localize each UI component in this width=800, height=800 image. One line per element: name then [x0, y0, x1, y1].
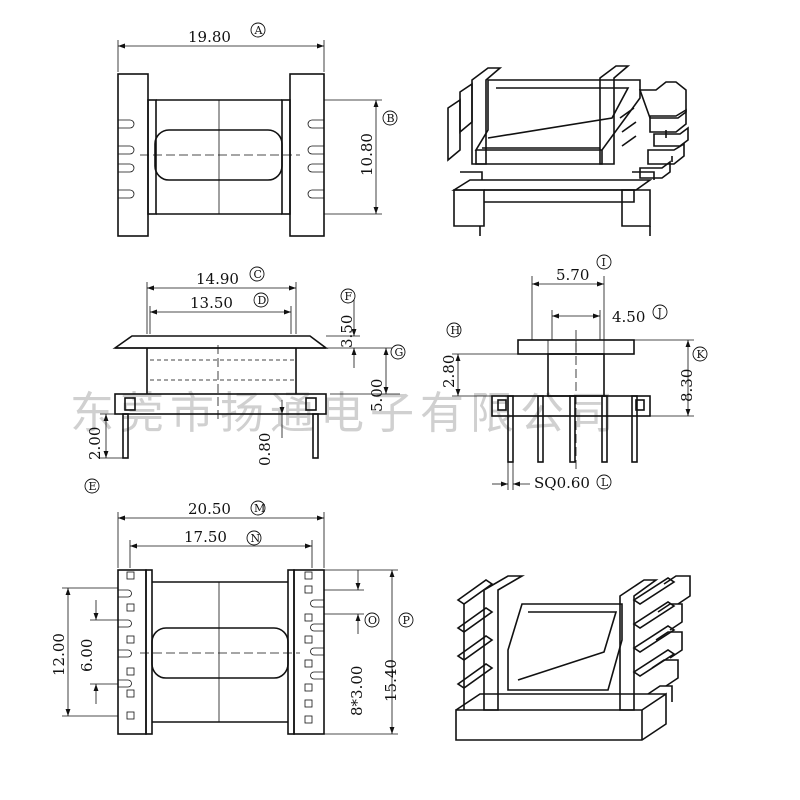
label-c: C — [254, 268, 262, 281]
bottom-view: 20.50 M 17.50 N 12.00 6.00 8*3.00 O 15.4… — [50, 500, 414, 735]
dim-i-value: 5.70 — [556, 266, 589, 284]
dim-a-value: 19.80 — [188, 28, 231, 46]
label-h: H — [451, 324, 461, 337]
dim-f-top-value: 3.50 — [338, 315, 356, 348]
label-p: P — [403, 614, 411, 627]
dim-d-value: 13.50 — [190, 294, 233, 312]
label-a: A — [254, 24, 264, 37]
label-o: O — [368, 614, 377, 627]
label-k: K — [697, 348, 706, 361]
dim-b-value: 10.80 — [358, 133, 376, 176]
label-f: F — [345, 290, 353, 303]
top-view: 19.80 A 10.80 B — [117, 22, 398, 237]
front-view: 14.90 C 13.50 D 3.50 F 5.00 G 2.00 E 0.8 — [84, 266, 406, 494]
label-d: D — [258, 294, 267, 307]
dim-j-value: 4.50 — [612, 308, 645, 326]
dim-m-value: 20.50 — [188, 500, 231, 518]
isometric-view-bottom — [455, 575, 691, 741]
dim-12-value: 12.00 — [50, 633, 68, 676]
dim-pin-length-value: 2.00 — [86, 427, 104, 460]
label-b: B — [387, 112, 395, 125]
label-l: L — [601, 476, 609, 489]
label-j: J — [657, 306, 662, 319]
label-m: M — [254, 502, 265, 515]
dim-p-value: 15.40 — [382, 659, 400, 702]
dim-6-value: 6.00 — [78, 639, 96, 672]
label-e: E — [89, 480, 97, 493]
side-view: 5.70 I 4.50 J 2.80 H 8.30 K SQ0.60 L — [440, 254, 708, 492]
label-i: I — [602, 256, 606, 269]
dim-o-value: 8*3.00 — [348, 666, 366, 716]
label-g: G — [395, 346, 404, 359]
dim-g-value: 5.00 — [368, 379, 386, 412]
dim-k-value: 8.30 — [678, 369, 696, 402]
dim-n-value: 17.50 — [184, 528, 227, 546]
dim-h-value: 2.80 — [440, 355, 458, 388]
dim-c-value: 14.90 — [196, 270, 239, 288]
label-n: N — [251, 532, 261, 545]
dim-l-value: SQ0.60 — [534, 474, 590, 492]
dim-offset-value: 0.80 — [256, 433, 274, 466]
isometric-view-top — [447, 65, 689, 236]
